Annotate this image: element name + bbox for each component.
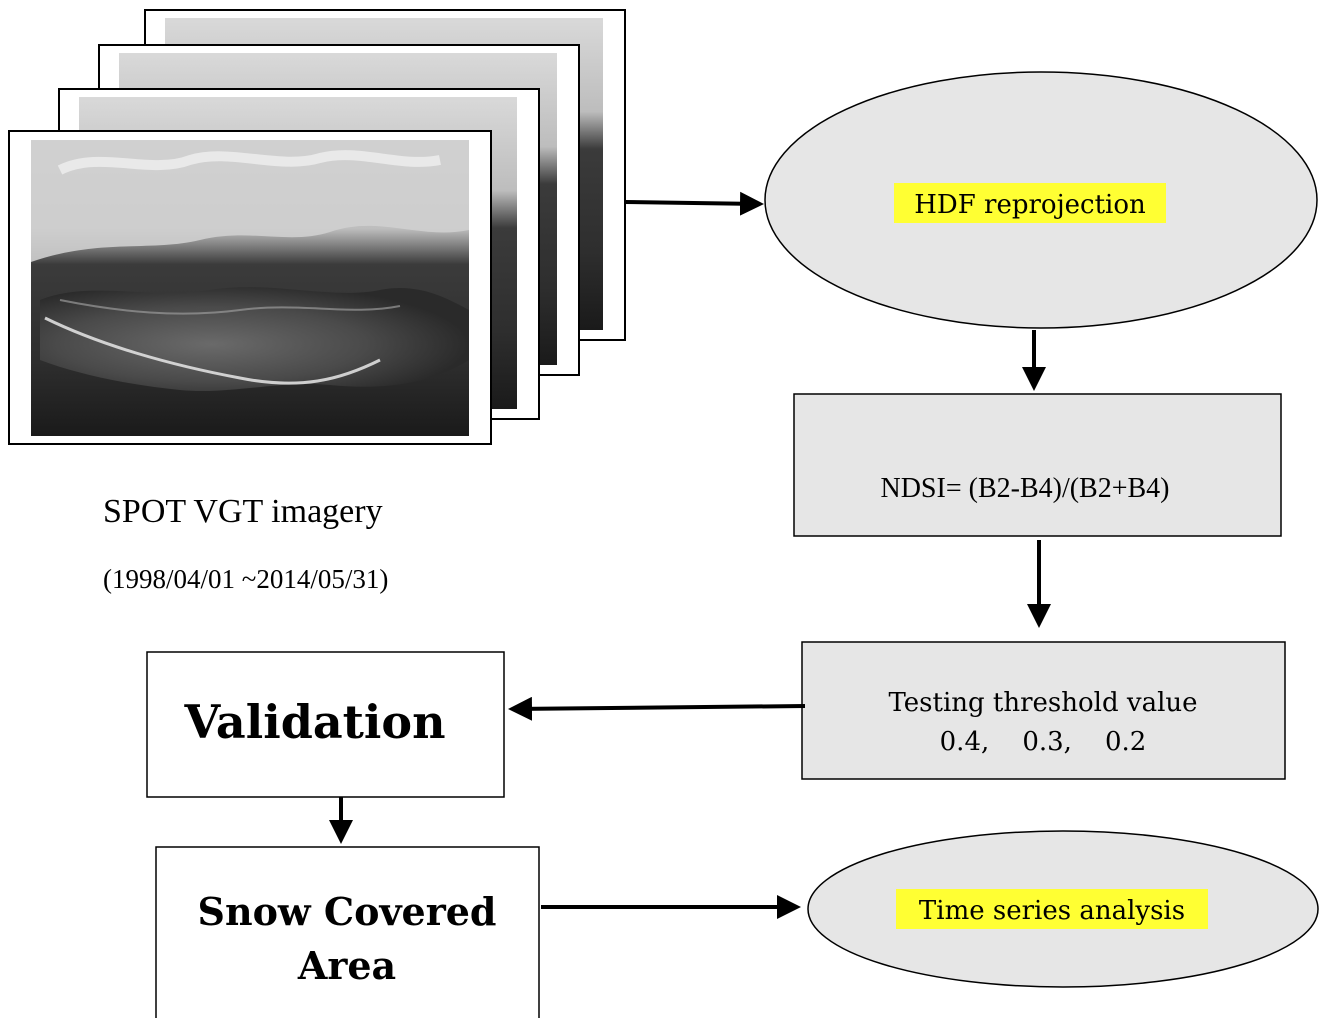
validation-box — [146, 651, 505, 798]
ndsi-formula: NDSI= (B2-B4)/(B2+B4) — [880, 473, 1169, 504]
hdf-reprojection-label: HDF reprojection — [914, 190, 1146, 220]
satellite-image-stack — [8, 9, 626, 445]
threshold-box — [801, 641, 1286, 780]
validation-step: Validation — [146, 651, 505, 798]
time-series-highlight — [896, 889, 1208, 929]
arrow-threshold-to-validation — [508, 696, 806, 721]
ndsi-step: NDSI= (B2-B4)/(B2+B4) — [793, 393, 1282, 537]
snow-covered-area-line2: Area — [297, 943, 396, 988]
hdf-reprojection-step: HDF reprojection — [764, 71, 1318, 329]
hdf-reprojection-highlight — [894, 183, 1166, 223]
threshold-title: Testing threshold value — [888, 688, 1197, 718]
arrow-imagery-to-reprojection — [624, 191, 764, 216]
threshold-step: Testing threshold value 0.4, 0.3, 0.2 — [801, 641, 1286, 780]
satellite-image-1 — [8, 130, 492, 445]
ndsi-box — [793, 393, 1282, 537]
snow-covered-area-box — [155, 846, 540, 1018]
imagery-date-range: (1998/04/01 ~2014/05/31) — [103, 564, 388, 594]
snow-covered-area-line1: Snow Covered — [198, 889, 497, 934]
snow-covered-area-step: Snow Covered Area — [155, 846, 540, 1018]
imagery-label: SPOT VGT imagery — [103, 493, 383, 530]
time-series-label: Time series analysis — [919, 896, 1185, 926]
threshold-values: 0.4, 0.3, 0.2 — [940, 727, 1147, 757]
time-series-step: Time series analysis — [807, 830, 1319, 988]
validation-label: Validation — [183, 695, 445, 749]
